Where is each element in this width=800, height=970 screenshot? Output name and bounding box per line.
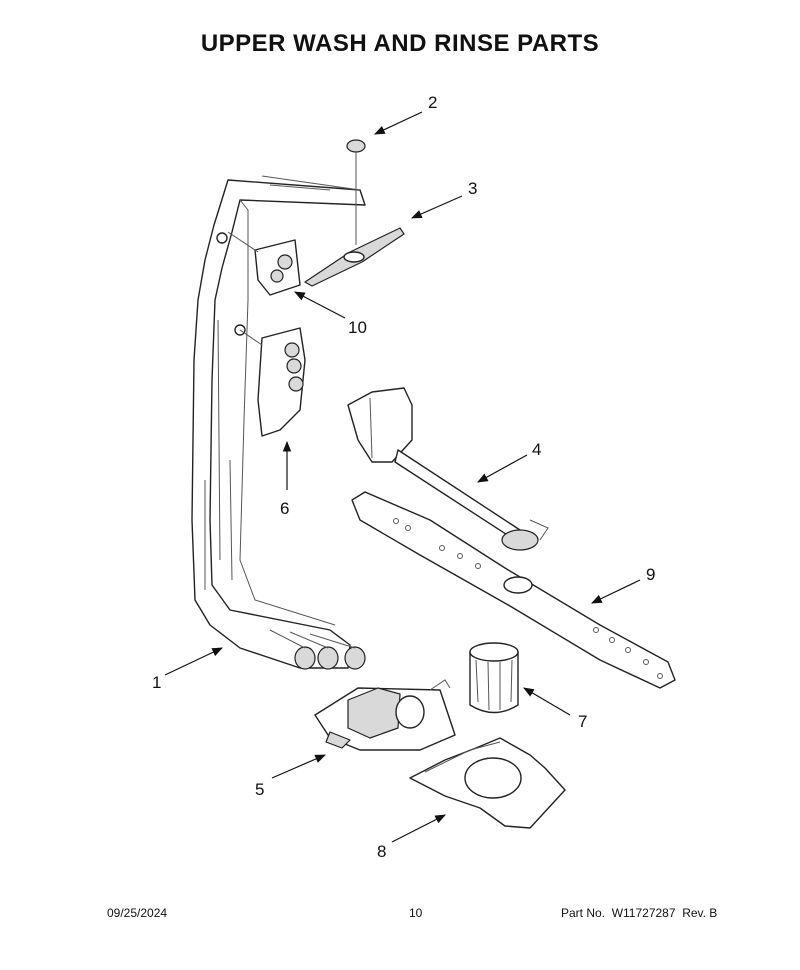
callout-10: 10 — [348, 318, 367, 337]
callout-1: 1 — [152, 673, 161, 692]
callout-6: 6 — [280, 499, 289, 518]
callout-8: 8 — [377, 842, 386, 861]
footer-part-number: W11727287 — [611, 906, 676, 920]
part-7-filter — [469, 642, 519, 714]
part-3-upper-spray-arm — [304, 227, 405, 287]
leader-arrows — [164, 111, 641, 843]
callout-9: 9 — [646, 565, 655, 584]
part-10-bracket — [227, 231, 301, 296]
part-4-lower-supply-tube — [347, 387, 549, 551]
callout-3: 3 — [468, 179, 477, 198]
part-8-sump-plate — [409, 737, 566, 829]
footer-date: 09/25/2024 — [107, 906, 168, 920]
callout-2: 2 — [428, 93, 437, 112]
part-9-lower-spray-arm — [351, 491, 676, 689]
footer-page-number: 10 — [409, 906, 423, 920]
part-5-pump-assembly — [314, 679, 456, 751]
callout-7: 7 — [578, 712, 587, 731]
page-title: UPPER WASH AND RINSE PARTS — [200, 30, 600, 57]
part-2-cap — [346, 139, 366, 245]
part-6-valve-assembly — [239, 327, 306, 437]
footer-part-label: Part No. — [561, 906, 606, 920]
footer-part-info: Part No. W11727287 Rev. B — [561, 906, 717, 920]
callout-labels: 1 2 3 4 5 6 7 8 9 10 — [152, 93, 655, 861]
callout-4: 4 — [532, 440, 541, 459]
part-1-supply-tube — [191, 175, 366, 670]
footer-revision: Rev. B — [682, 906, 718, 920]
callout-5: 5 — [255, 780, 264, 799]
